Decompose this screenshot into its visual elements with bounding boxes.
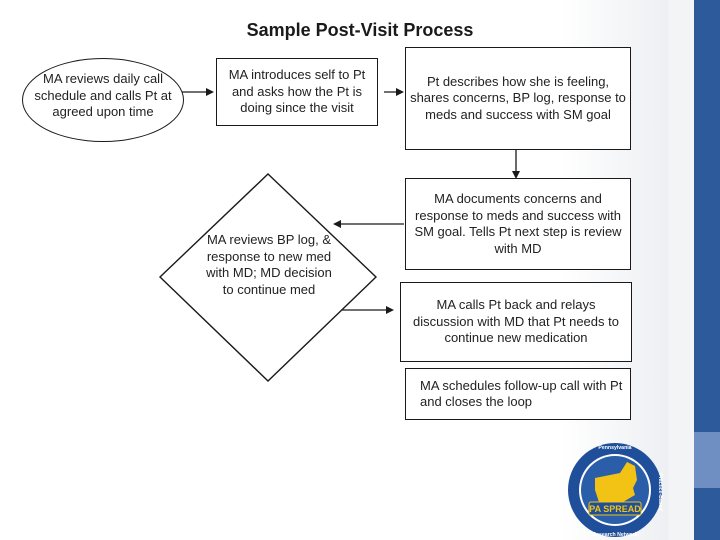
start-text: MA reviews daily call schedule and calls…	[34, 71, 172, 119]
calls-back-text: MA calls Pt back and relays discussion w…	[413, 297, 619, 346]
svg-text:Practice-Based: Practice-Based	[657, 473, 663, 511]
documents-text: MA documents concerns and response to me…	[414, 191, 622, 256]
calls-back-box: MA calls Pt back and relays discussion w…	[400, 282, 632, 362]
patient-describes-text: Pt describes how she is feeling, shares …	[410, 73, 626, 122]
svg-text:Research Network: Research Network	[592, 532, 637, 538]
introduce-text: MA introduces self to Pt and asks how th…	[228, 67, 366, 116]
patient-describes-box: Pt describes how she is feeling, shares …	[405, 47, 631, 150]
decision-text: MA reviews BP log, & response to new med…	[206, 232, 332, 297]
sidebar-light-band	[668, 0, 694, 540]
documents-box: MA documents concerns and response to me…	[405, 178, 631, 270]
svg-text:Pennsylvania: Pennsylvania	[598, 445, 631, 451]
svg-text:PA SPREAD: PA SPREAD	[589, 504, 641, 514]
pa-spread-logo: PA SPREAD Pennsylvania Practice-Based Re…	[568, 443, 663, 538]
slide-title: Sample Post-Visit Process	[246, 20, 474, 40]
schedules-box: MA schedules follow-up call with Pt and …	[405, 368, 631, 420]
map-shape	[595, 462, 637, 502]
start-oval: MA reviews daily call schedule and calls…	[22, 58, 184, 142]
decision-diamond	[158, 173, 378, 382]
sidebar-accent-band	[694, 432, 720, 488]
introduce-box: MA introduces self to Pt and asks how th…	[216, 58, 378, 126]
schedules-text: MA schedules follow-up call with Pt and …	[420, 377, 623, 410]
